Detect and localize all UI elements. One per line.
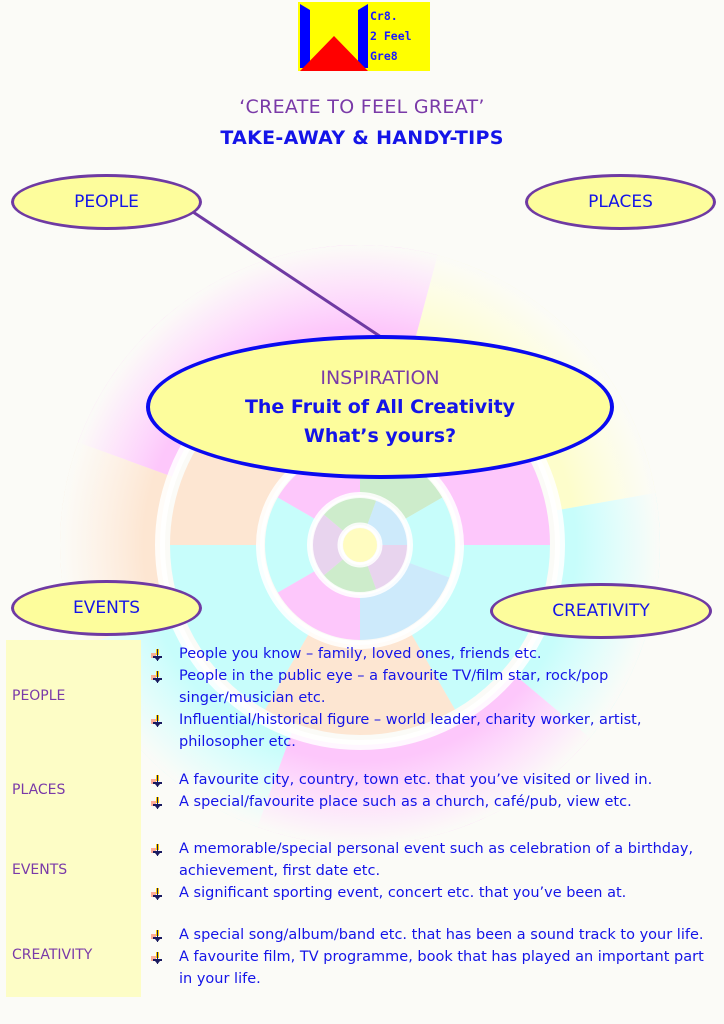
list-item: A favourite film, TV programme, book tha… [150, 946, 719, 990]
bubble-places-label: PLACES [588, 192, 653, 212]
inspiration-heading: INSPIRATION [320, 366, 440, 389]
section-creativity-list: A special song/album/band etc. that has … [150, 924, 720, 990]
bubble-events-label: EVENTS [72, 598, 140, 618]
arrow-down-bullet-icon [150, 842, 164, 856]
bubble-creativity-label: CREATIVITY [552, 601, 650, 621]
list-item: A significant sporting event, concert et… [150, 882, 720, 904]
logo-line: Gre8 [370, 49, 398, 63]
section-label-creativity: CREATIVITY [12, 947, 93, 963]
logo: Cr8. 2 Feel Gre8 [298, 2, 430, 71]
list-item-text: A significant sporting event, concert et… [179, 885, 627, 901]
arrow-down-bullet-icon [150, 773, 164, 787]
list-item-text: People you know – family, loved ones, fr… [179, 646, 542, 662]
arrow-down-bullet-icon [150, 950, 164, 964]
list-item-text: A memorable/special personal event such … [179, 841, 694, 879]
bubble-people[interactable]: PEOPLE [11, 174, 202, 230]
logo-text: Cr8. 2 Feel Gre8 [370, 6, 430, 66]
list-item: A memorable/special personal event such … [150, 838, 714, 882]
logo-line: 2 Feel [370, 29, 412, 43]
section-label-places: PLACES [12, 782, 66, 798]
list-item: Influential/historical figure – world le… [150, 709, 699, 753]
page-title: ‘CREATE TO FEEL GREAT’ [239, 96, 485, 118]
bubble-creativity[interactable]: CREATIVITY [490, 583, 712, 639]
section-label-events: EVENTS [12, 862, 68, 878]
arrow-down-bullet-icon [150, 886, 164, 900]
section-label-people: PEOPLE [12, 688, 66, 704]
arrow-down-bullet-icon [150, 928, 164, 942]
bubble-places[interactable]: PLACES [525, 174, 716, 230]
list-item: A special song/album/band etc. that has … [150, 924, 720, 946]
arrow-down-bullet-icon [150, 669, 164, 683]
bubble-people-label: PEOPLE [74, 192, 139, 212]
list-item: A favourite city, country, town etc. tha… [150, 769, 720, 791]
arrow-down-bullet-icon [150, 713, 164, 727]
list-item-text: Influential/historical figure – world le… [179, 712, 642, 750]
section-places-list: A favourite city, country, town etc. tha… [150, 769, 720, 813]
arrow-down-bullet-icon [150, 795, 164, 809]
section-people-list: People you know – family, loved ones, fr… [150, 643, 720, 753]
list-item-text: A favourite city, country, town etc. tha… [179, 772, 653, 788]
list-item-text: A special song/album/band etc. that has … [179, 927, 704, 943]
list-item-text: People in the public eye – a favourite T… [179, 668, 609, 706]
list-item: A special/favourite place such as a chur… [150, 791, 720, 813]
inspiration-bubble: INSPIRATION The Fruit of All Creativity … [146, 335, 614, 479]
category-column: PEOPLE PLACES EVENTS CREATIVITY [6, 640, 141, 997]
list-item-text: A favourite film, TV programme, book tha… [179, 949, 704, 987]
logo-line: Cr8. [370, 9, 398, 23]
section-events-list: A memorable/special personal event such … [150, 838, 720, 904]
list-item: People in the public eye – a favourite T… [150, 665, 649, 709]
page-subtitle: TAKE-AWAY & HANDY-TIPS [220, 127, 504, 149]
inspiration-line-2: What’s yours? [303, 424, 457, 447]
list-item-text: A special/favourite place such as a chur… [179, 794, 632, 810]
inspiration-line-1: The Fruit of All Creativity [244, 395, 516, 418]
logo-mark-icon [298, 2, 370, 71]
list-item: People you know – family, loved ones, fr… [150, 643, 720, 665]
bubble-events[interactable]: EVENTS [11, 580, 202, 636]
arrow-down-bullet-icon [150, 647, 164, 661]
